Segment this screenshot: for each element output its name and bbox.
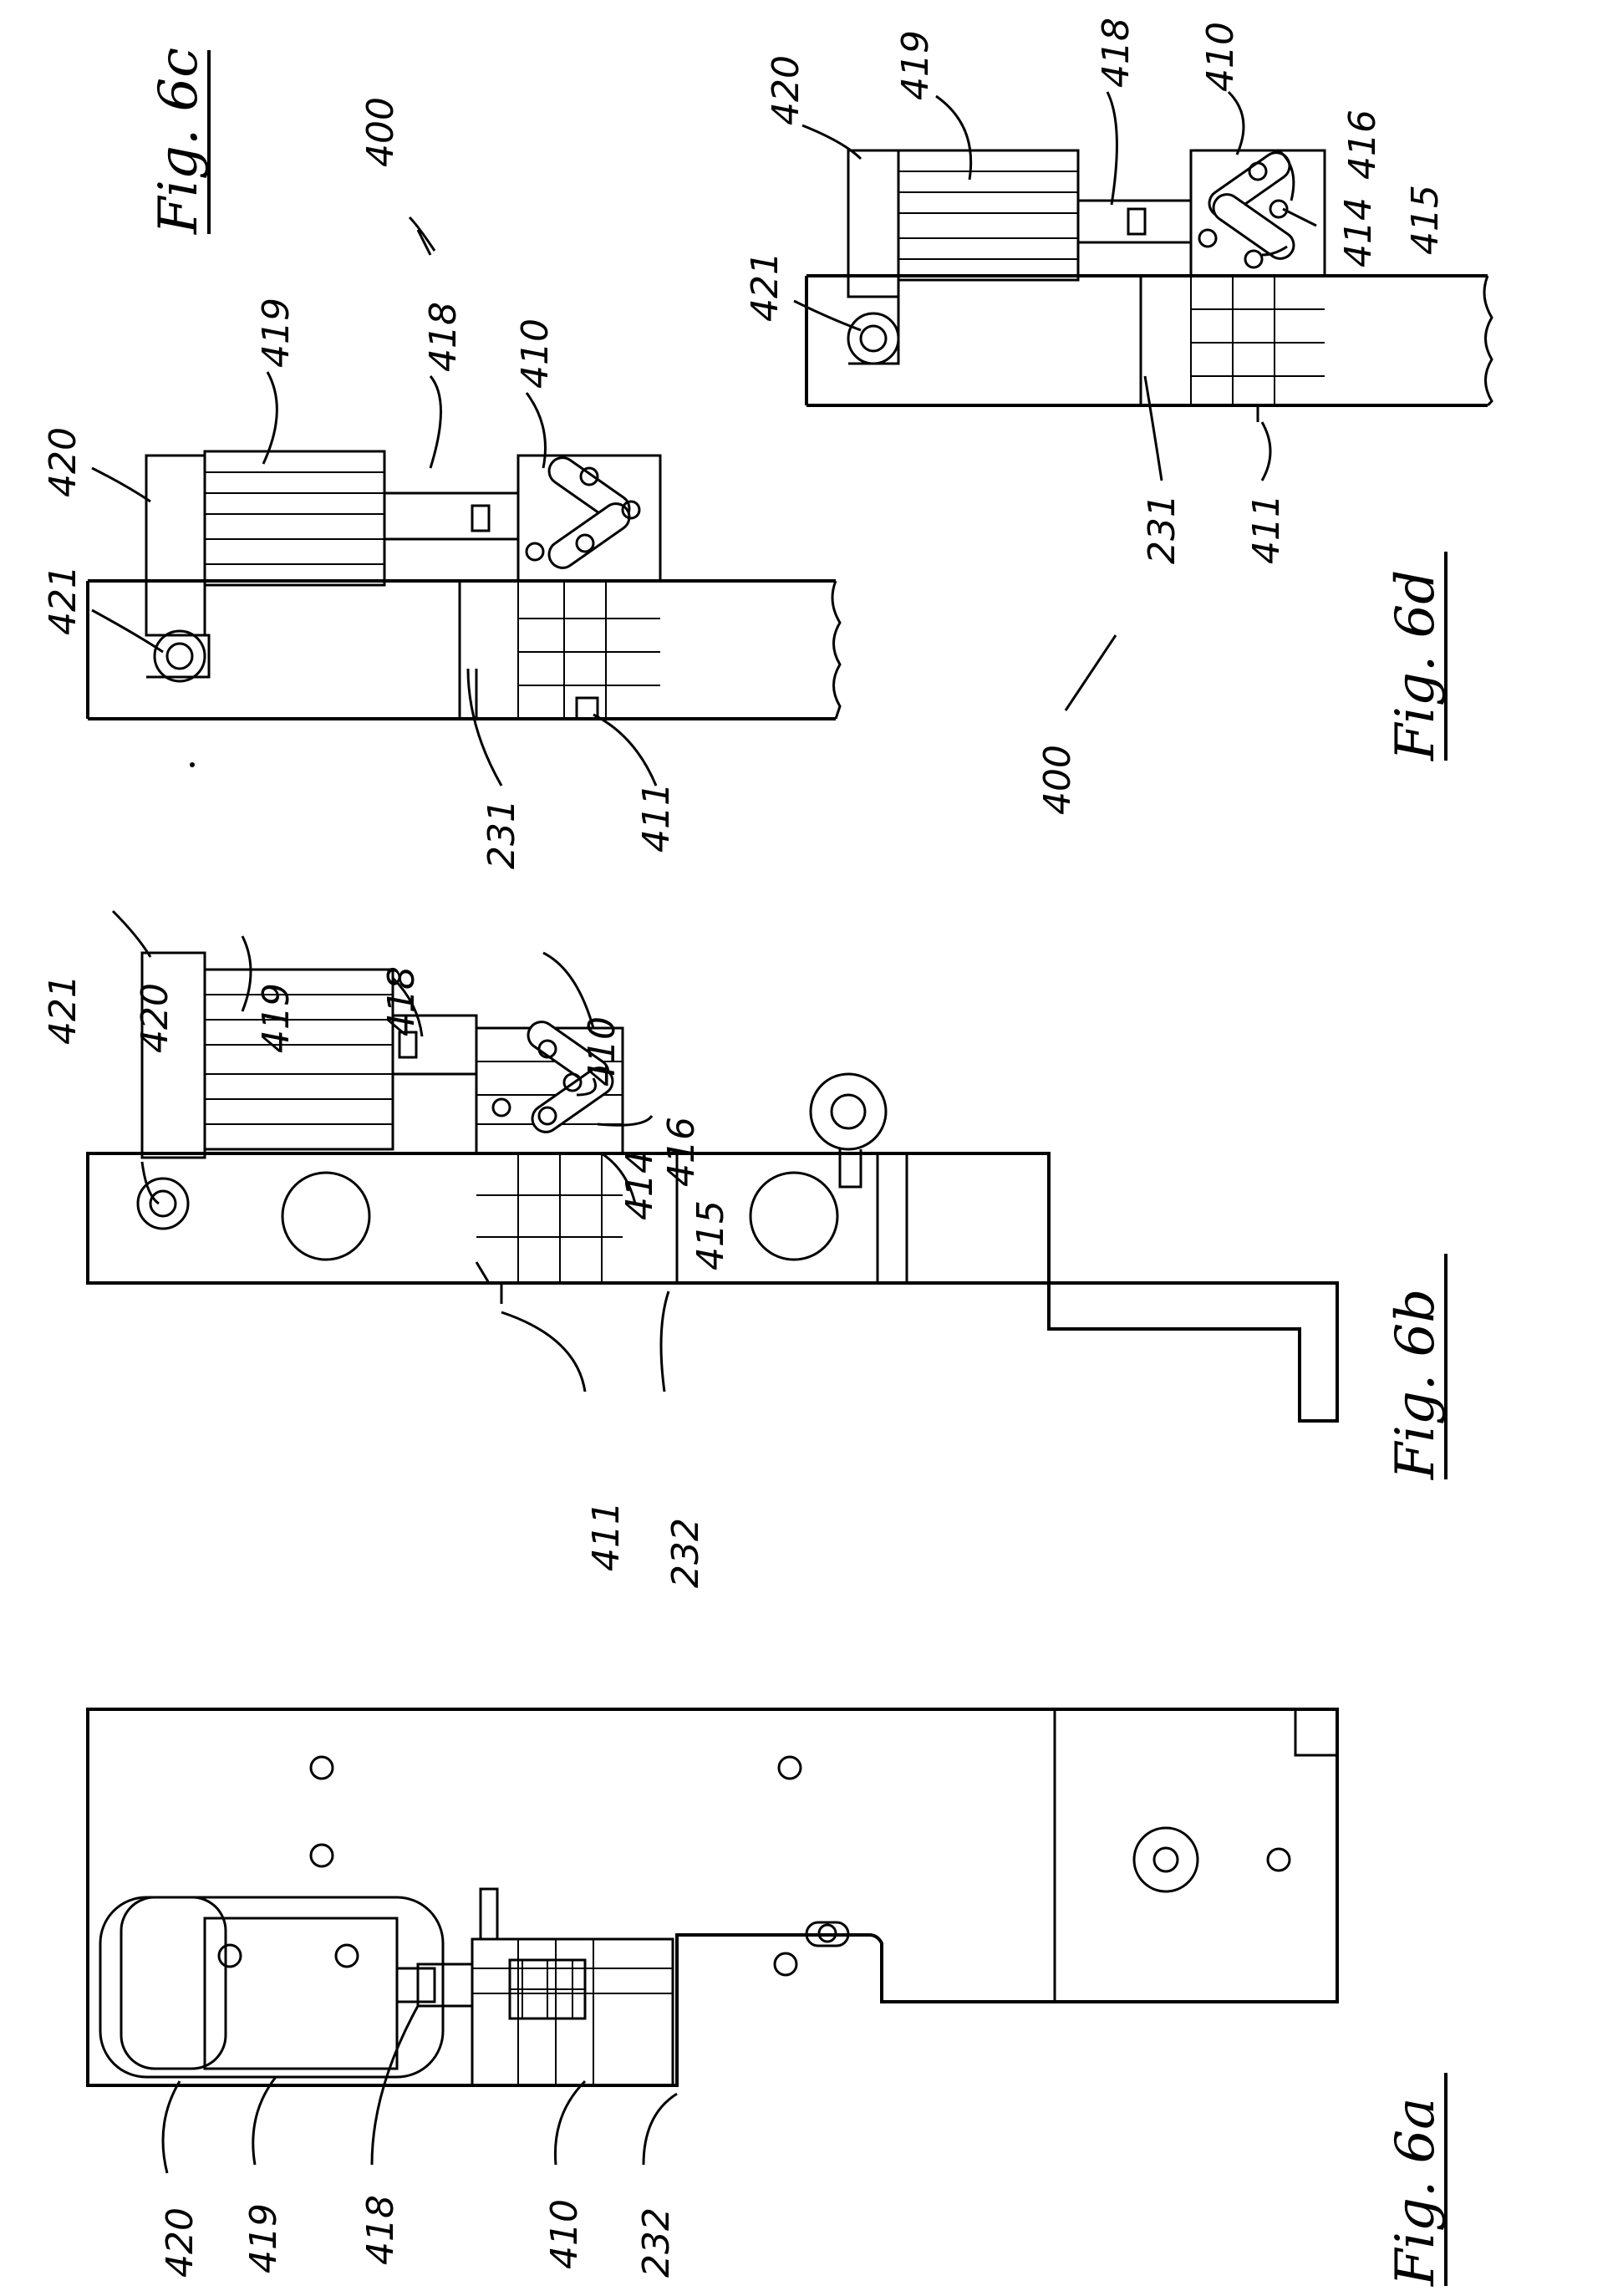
fig6c-label-400: 400	[359, 97, 402, 167]
fig-6b: 421 420 419 418 410 416 415 414 411 232 …	[42, 909, 1448, 1588]
fig6a-body	[86, 1708, 1339, 2087]
fig6d-label-400: 400	[1036, 745, 1079, 815]
fig6a-label-418: 418	[359, 2195, 402, 2265]
fig6d-label-410: 410	[1199, 22, 1242, 92]
fig6b-label-421: 421	[42, 975, 84, 1045]
fig6c-label-231: 231	[481, 799, 523, 869]
fig6d-label-418: 418	[1095, 18, 1137, 88]
fig6c-body	[86, 579, 836, 720]
fig6c-label-418: 418	[422, 302, 465, 372]
fig6d-caption: Fig. 6d	[1385, 570, 1447, 761]
fig6b-label-419: 419	[255, 983, 298, 1053]
fig6d-label-414: 414	[1337, 197, 1380, 267]
fig6b-caption: Fig. 6b	[1385, 1289, 1447, 1480]
fig6c-caption: Fig. 6c	[148, 48, 210, 235]
fig6d-label-416: 416	[1341, 109, 1384, 180]
fig6b-body	[86, 1152, 1339, 1423]
fig6b-label-232: 232	[664, 1518, 707, 1588]
fig6c-label-411: 411	[635, 782, 678, 853]
fig6b-label-410: 410	[581, 1016, 623, 1087]
fig6c-label-419: 419	[255, 298, 298, 368]
fig6c-label-420: 420	[42, 427, 84, 497]
fig6a-caption: Fig. 6a	[1385, 2098, 1447, 2287]
fig6b-label-420: 420	[134, 983, 176, 1053]
fig6b-label-414: 414	[618, 1150, 661, 1220]
fig6d-label-420: 420	[765, 55, 807, 125]
fig6a-label-232: 232	[635, 2207, 678, 2278]
fig6d-label-231: 231	[1141, 494, 1183, 564]
fig-6c: 421 420 419 418 410 231 411 400 Fig. 6c	[42, 48, 842, 869]
fig6d-body	[805, 274, 1488, 407]
fig-6d: 421 420 419 418 410 416 415 414 231 411 …	[744, 18, 1493, 815]
fig6b-label-418: 418	[380, 966, 423, 1036]
fig6c-label-421: 421	[42, 565, 84, 635]
fig6a-label-420: 420	[159, 2207, 201, 2278]
fig6d-label-419: 419	[894, 30, 937, 100]
fig6b-label-411: 411	[585, 1501, 628, 1571]
fig6c-label-410: 410	[514, 318, 557, 389]
fig6b-label-415: 415	[689, 1200, 732, 1270]
fig6b-label-416: 416	[660, 1117, 703, 1187]
fig-6a: 420 419 418 410 232 Fig. 6a	[86, 1708, 1448, 2287]
fig6d-label-415: 415	[1404, 185, 1447, 255]
fig6a-label-419: 419	[242, 2203, 285, 2273]
fig6d-label-421: 421	[744, 252, 786, 322]
fig6d-label-411: 411	[1245, 494, 1288, 564]
fig6a-label-410: 410	[543, 2199, 586, 2269]
